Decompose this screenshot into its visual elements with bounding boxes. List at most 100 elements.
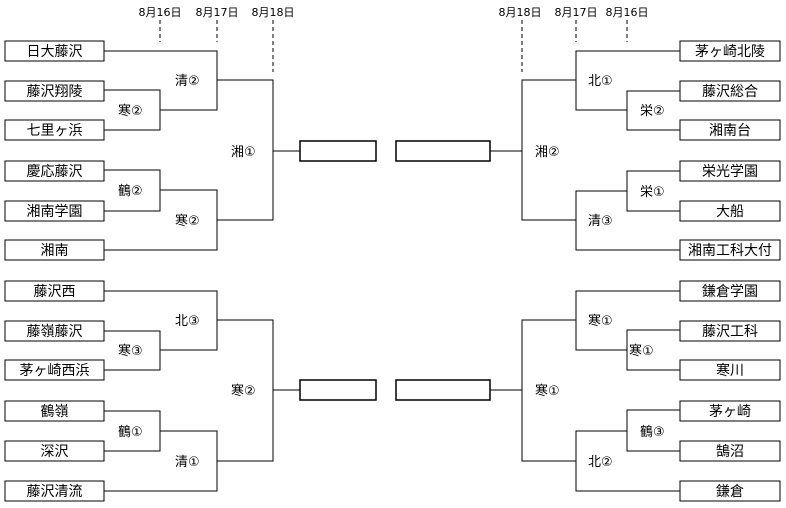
team-box: [4, 160, 105, 182]
team-left-7: 藤嶺藤沢: [4, 320, 105, 342]
team-box: [679, 119, 781, 141]
team-name: 慶応藤沢: [27, 164, 83, 180]
team-box: [679, 80, 781, 102]
team-left-5: 湘南: [4, 239, 105, 261]
team-name: 藤沢総合: [702, 84, 758, 100]
team-box: [4, 200, 105, 222]
team-box: [679, 440, 781, 462]
team-left-9: 鶴嶺: [4, 400, 105, 422]
venue-label: 清②: [175, 74, 200, 89]
venue-label: 寒②: [175, 213, 200, 229]
team-left-0: 日大藤沢: [4, 40, 105, 62]
team-name: 藤沢西: [34, 284, 76, 300]
team-box: [4, 480, 105, 502]
team-right-6: 鎌倉学園: [679, 280, 781, 302]
team-name: 藤嶺藤沢: [27, 324, 83, 340]
team-name: 日大藤沢: [27, 44, 83, 60]
bracket-right-top-semi: [521, 79, 576, 221]
venue-label: 寒①: [588, 313, 613, 329]
team-right-7: 藤沢工科: [679, 320, 781, 342]
team-box: [4, 40, 105, 62]
bracket-left-top-r2a-lower: [160, 80, 218, 111]
team-box: [4, 119, 105, 141]
team-name: 七里ヶ浜: [27, 123, 83, 139]
team-name: 大船: [716, 204, 744, 220]
team-box: [4, 239, 105, 261]
date-label-left-1: 8月17日: [196, 6, 239, 19]
bracket-left-top-semi: [217, 79, 274, 221]
team-name: 湘南台: [709, 123, 751, 139]
team-left-1: 藤沢翔陵: [4, 80, 105, 102]
team-name: 寒川: [716, 362, 744, 379]
team-left-11: 藤沢清流: [4, 480, 105, 502]
team-name: 湘南: [41, 243, 69, 259]
team-right-11: 鎌倉: [679, 480, 781, 502]
venue-label: 鶴③: [640, 424, 665, 440]
final-box-left-top: [299, 140, 377, 162]
team-right-2: 湘南台: [679, 119, 781, 141]
team-box: [679, 160, 781, 182]
team-left-10: 深沢: [4, 440, 105, 462]
team-box: [4, 440, 105, 462]
date-label-left-2: 8月18日: [252, 6, 295, 19]
team-box: [679, 200, 781, 222]
venue-label: 湘②: [535, 145, 560, 160]
team-name: 藤沢工科: [702, 324, 758, 340]
team-name: 鎌倉: [716, 484, 744, 500]
team-box: [4, 320, 105, 342]
team-name: 茅ヶ崎北陵: [695, 44, 765, 60]
team-box: [679, 400, 781, 422]
venue-label: 北②: [588, 455, 613, 470]
team-name: 湘南学園: [27, 204, 83, 220]
venue-labels: 寒② 清② 鶴② 寒② 湘① 北③ 寒③ 鶴① 清① 寒② 北① 栄② 栄① 清…: [118, 74, 665, 470]
date-label-right-0: 8月18日: [499, 6, 542, 19]
team-name: 深沢: [41, 444, 69, 460]
team-name: 栄光学園: [702, 164, 758, 180]
right-team-column: 茅ヶ崎北陵藤沢総合湘南台栄光学園大船湘南工科大付鎌倉学園藤沢工科寒川茅ヶ崎鵠沼鎌…: [679, 40, 781, 502]
team-box: [679, 280, 781, 302]
venue-label: 北①: [588, 74, 613, 89]
venue-label: 清③: [588, 214, 613, 229]
venue-label: 栄②: [640, 104, 665, 119]
team-left-3: 慶応藤沢: [4, 160, 105, 182]
team-right-4: 大船: [679, 200, 781, 222]
team-box: [4, 280, 105, 302]
team-name: 茅ヶ崎西浜: [20, 363, 90, 379]
venue-label: 北③: [175, 314, 200, 329]
team-right-3: 栄光学園: [679, 160, 781, 182]
venue-label: 湘①: [231, 145, 256, 160]
team-right-9: 茅ヶ崎: [679, 400, 781, 422]
team-left-6: 藤沢西: [4, 280, 105, 302]
team-right-0: 茅ヶ崎北陵: [679, 40, 781, 62]
team-box: [679, 40, 781, 62]
bracket-lines: [104, 20, 680, 492]
team-name: 鵠沼: [716, 444, 744, 460]
team-left-8: 茅ヶ崎西浜: [4, 359, 105, 381]
team-name: 鶴嶺: [41, 403, 69, 420]
venue-label: 清①: [175, 455, 200, 470]
date-labels: 8月16日 8月17日 8月18日 8月18日 8月17日 8月16日: [139, 6, 649, 19]
team-right-10: 鵠沼: [679, 440, 781, 462]
left-team-column: 日大藤沢藤沢翔陵七里ヶ浜慶応藤沢湘南学園湘南藤沢西藤嶺藤沢茅ヶ崎西浜鶴嶺深沢藤沢…: [4, 40, 105, 502]
venue-label: 寒②: [118, 103, 143, 119]
team-right-1: 藤沢総合: [679, 80, 781, 102]
venue-label: 鶴①: [118, 424, 143, 440]
team-box: [4, 359, 105, 381]
team-left-4: 湘南学園: [4, 200, 105, 222]
team-name: 湘南工科大付: [688, 243, 772, 259]
team-box: [679, 480, 781, 502]
team-box: [679, 320, 781, 342]
date-label-right-1: 8月17日: [555, 6, 598, 19]
team-name: 藤沢清流: [27, 484, 83, 500]
team-right-5: 湘南工科大付: [679, 239, 781, 261]
venue-label: 栄①: [640, 185, 665, 200]
date-label-right-2: 8月16日: [606, 6, 649, 19]
team-box: [4, 80, 105, 102]
final-box-right-bottom: [395, 379, 491, 401]
team-box: [679, 359, 781, 381]
team-left-2: 七里ヶ浜: [4, 119, 105, 141]
team-name: 鎌倉学園: [702, 284, 758, 300]
team-box: [679, 239, 781, 261]
venue-label: 鶴②: [118, 183, 143, 199]
venue-label: 寒①: [629, 343, 654, 359]
